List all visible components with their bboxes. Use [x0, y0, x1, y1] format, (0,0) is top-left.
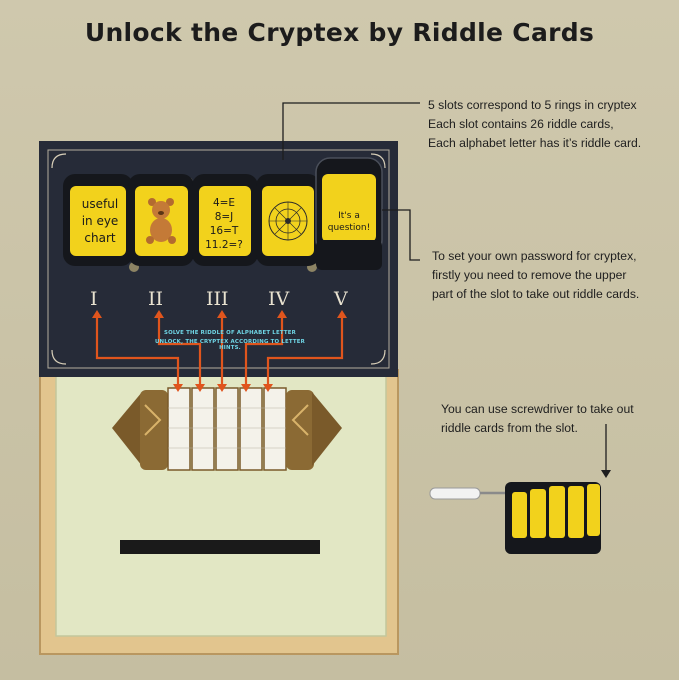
numeral-2: II: [148, 288, 164, 310]
card-text-line: 16=T: [209, 225, 239, 237]
card-text-line: in eye: [81, 214, 119, 228]
board-instruction-line-2: UNLOCK, THE CRYPTEX ACCORDING TO LETTER …: [154, 339, 306, 351]
card-text-line: chart: [84, 231, 116, 245]
note-line: You can use screwdriver to take out: [441, 402, 634, 416]
numeral-3: III: [206, 288, 229, 310]
note-line: firstly you need to remove the upper: [432, 268, 627, 282]
card-text-line: It's a: [338, 211, 360, 221]
slot-1: [63, 174, 133, 266]
note-line: Each slot contains 26 riddle cards,: [428, 117, 614, 131]
riddle-card-1: useful in eye chart: [74, 196, 126, 247]
numeral-1: I: [90, 288, 98, 310]
note-line: Each alphabet letter has it’s riddle car…: [428, 136, 642, 150]
card-text-line: useful: [81, 197, 119, 211]
arrow-engraving-icon: [144, 404, 162, 436]
page-title: Unlock the Cryptex by Riddle Cards: [84, 18, 595, 47]
detached-slot-unit: [505, 482, 601, 554]
riddle-card-3: 4=E 8=J 16=T 11.2=?: [200, 196, 248, 252]
note-line: 5 slots correspond to 5 rings in cryptex: [428, 98, 637, 112]
callout-lines: [282, 102, 607, 470]
arrow-heads: [92, 310, 347, 392]
card-text-line: 11.2=?: [205, 239, 243, 251]
card-text-line: 8=J: [214, 211, 234, 223]
numeral-5: V: [334, 288, 348, 310]
note-slots: 5 slots correspond to 5 rings in cryptex…: [428, 96, 641, 153]
arrow-engraving-icon: [291, 404, 309, 436]
numeral-4: IV: [268, 288, 290, 310]
down-arrow-icon: [601, 470, 611, 478]
note-line: part of the slot to take out riddle card…: [432, 287, 640, 301]
slot-4: [256, 174, 320, 266]
card-text-line: 4=E: [212, 197, 236, 209]
slot-3: [192, 174, 258, 266]
teddy-bear-icon: [146, 198, 176, 244]
cryptex: [112, 387, 342, 471]
riddle-card-5: It's a question!: [323, 210, 375, 234]
note-line: riddle cards from the slot.: [441, 421, 578, 435]
orange-arrows: [95, 318, 344, 384]
note-line: To set your own password for cryptex,: [432, 249, 637, 263]
card-text-line: question!: [327, 223, 371, 233]
board-instruction-line-1: SOLVE THE RIDDLE OF ALPHABET LETTER: [164, 330, 296, 336]
slot-2: [128, 174, 194, 266]
note-screwdriver: You can use screwdriver to take out ridd…: [441, 400, 634, 438]
cryptex-rings: [167, 387, 287, 471]
drawer-slot: [120, 540, 320, 554]
note-password: To set your own password for cryptex, fi…: [432, 247, 639, 304]
slot-5-raised: [315, 157, 383, 270]
letter-wheel-icon: [268, 201, 308, 241]
